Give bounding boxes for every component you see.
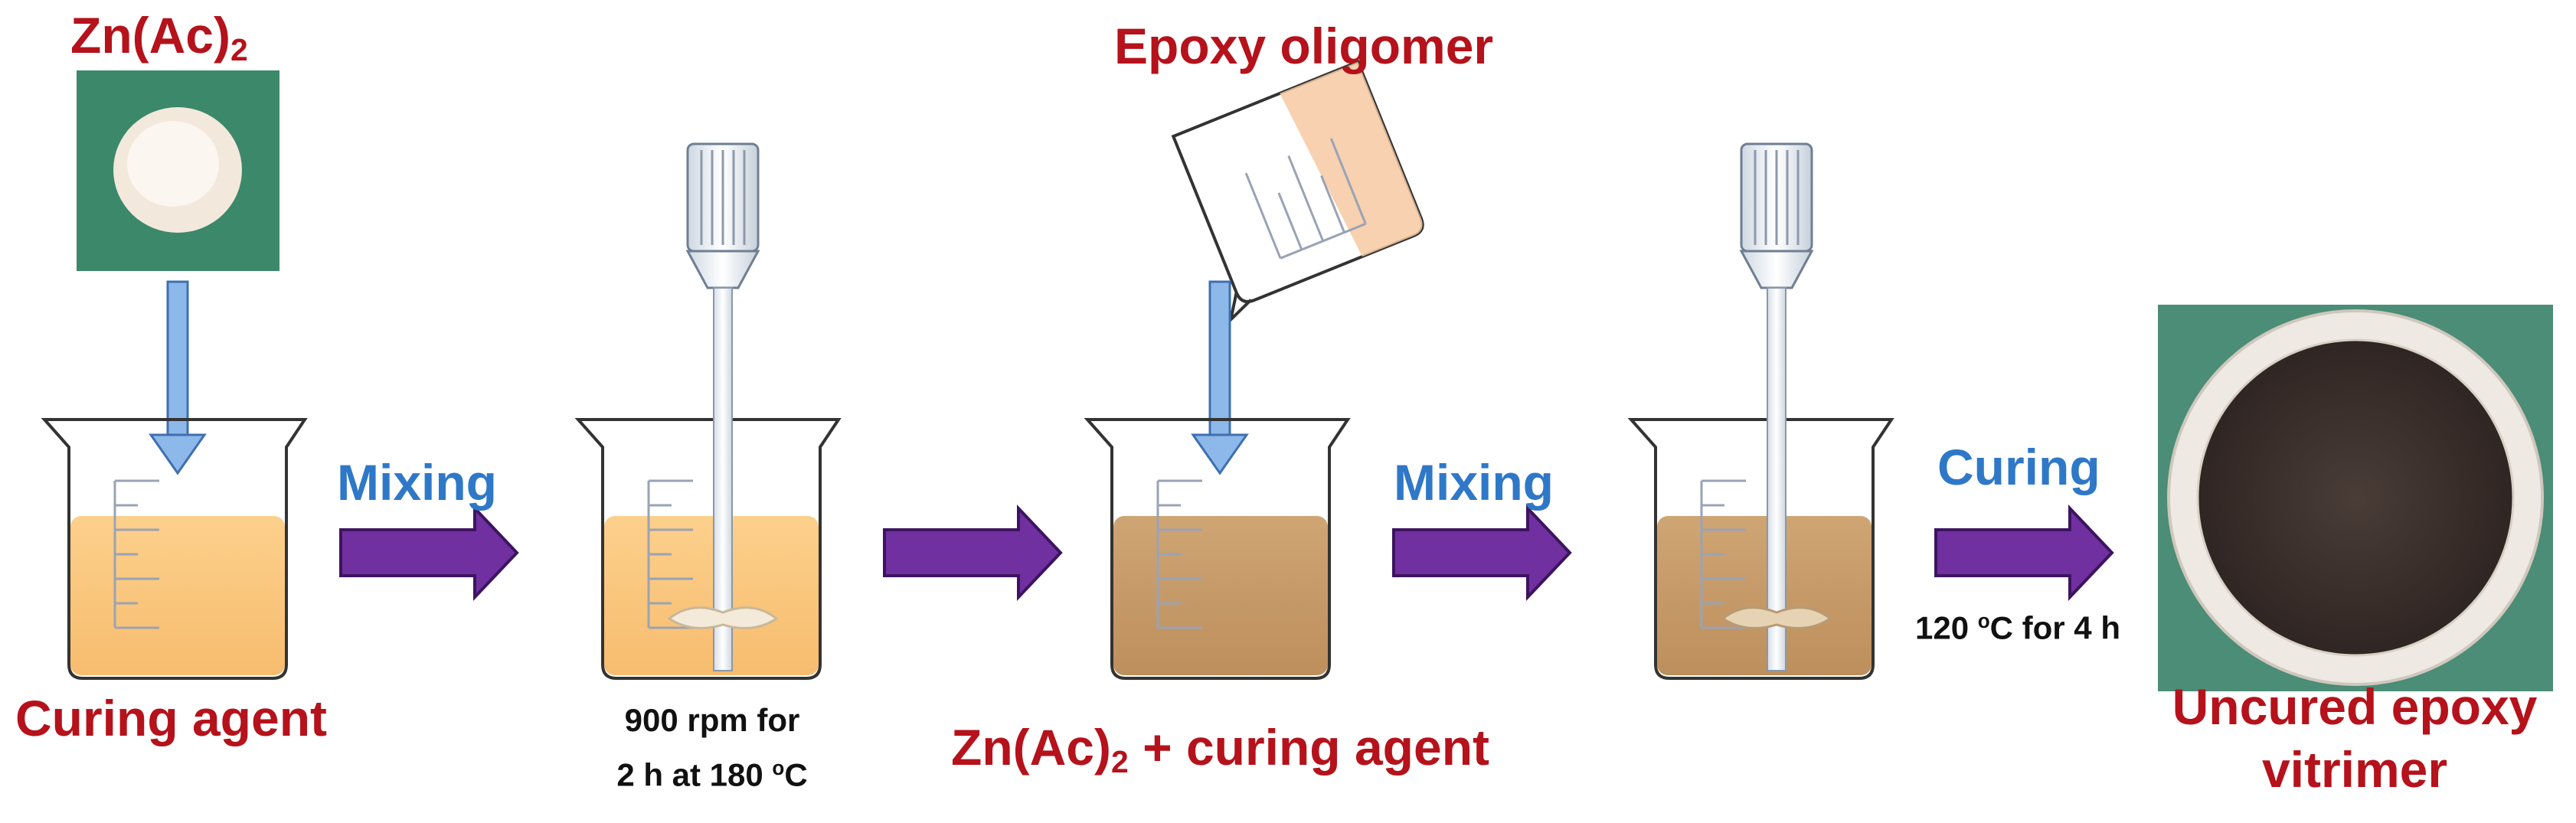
stirring-condition-label: 900 rpm for 2 h at 180 oC (563, 697, 861, 799)
stirring-condition-line-1: 900 rpm for (624, 702, 800, 738)
beaker-icon (43, 418, 306, 680)
product-label-line-2: vitrimer (2261, 741, 2448, 798)
product-label: Uncured epoxy vitrimer (2129, 675, 2576, 801)
zn-acetate-label: Zn(Ac)2 (70, 7, 248, 68)
curing-agent-label: Curing agent (15, 690, 327, 746)
process-arrow-2 (883, 507, 1062, 599)
drop-arrow-2 (1191, 280, 1249, 475)
beaker-icon-mixture (1086, 418, 1349, 680)
overhead-stirrer-icon-2 (1721, 142, 1832, 672)
mixing-label-1: Mixing (337, 454, 497, 511)
process-arrow-1 (339, 507, 518, 599)
curing-condition-label: 120 oC for 4 h (1915, 609, 2120, 646)
powder-photo (77, 70, 280, 271)
overhead-stirrer-icon (667, 142, 779, 672)
process-arrow-3 (1392, 507, 1571, 599)
epoxy-oligomer-label: Epoxy oligomer (1114, 18, 1494, 74)
mixing-label-2: Mixing (1394, 454, 1554, 511)
mixture-label: Zn(Ac)2 + curing agent (951, 719, 1489, 780)
pouring-beaker-icon (1171, 60, 1424, 325)
product-label-line-1: Uncured epoxy (2172, 678, 2538, 735)
beaker-icon-stirred-2 (1630, 418, 1893, 680)
drop-arrow-1 (149, 280, 207, 475)
stirring-condition-line-2: 2 h at 180 oC (616, 756, 808, 793)
curing-label: Curing (1937, 439, 2100, 495)
vitrimer-dish-photo (2158, 305, 2553, 691)
beaker-icon-stirred-1 (577, 418, 840, 680)
process-arrow-4 (1934, 507, 2113, 599)
